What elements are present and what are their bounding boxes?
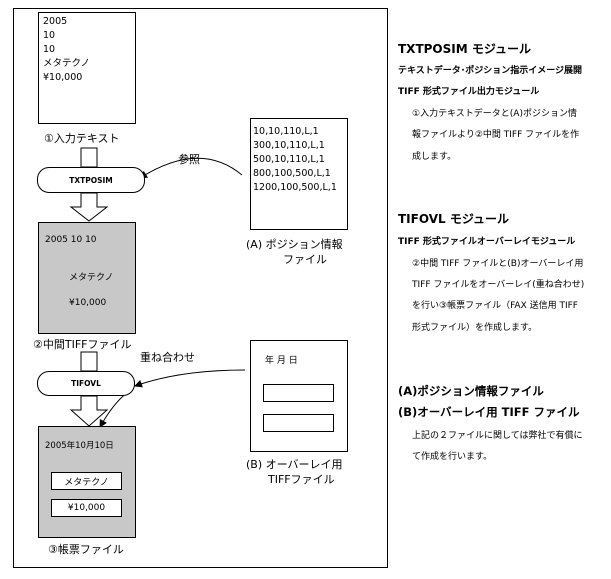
overlay-caption-1: (B) オーバーレイ用 bbox=[246, 458, 343, 471]
input-line: 2005 bbox=[43, 16, 68, 27]
position-info-caption-2: ファイル bbox=[283, 253, 327, 266]
input-text-document: 2005 10 10 メタテクノ ¥10,000 bbox=[38, 12, 136, 124]
txtposim-desc-line: 報ファイルより②中間 TIFF ファイルを作 bbox=[412, 130, 580, 140]
arrow-mid-to-tifovl bbox=[80, 351, 98, 372]
kasane-label: 重ね合わせ bbox=[140, 351, 195, 364]
arrow-position-to-txtposim bbox=[139, 157, 243, 179]
form-file-date: 2005年10月10日 bbox=[45, 441, 114, 451]
txtposim-module: TXTPOSIM bbox=[37, 167, 145, 193]
input-line: 10 bbox=[43, 44, 56, 55]
form-file-amount: ¥10,000 bbox=[51, 499, 122, 517]
mid-tiff-date: 2005 10 10 bbox=[45, 235, 97, 245]
position-line: 1200,100,500,L,1 bbox=[253, 182, 337, 193]
position-info-document: 10,10,110,L,1 300,10,110,L,1 500,10,110,… bbox=[250, 118, 348, 230]
position-line: 10,10,110,L,1 bbox=[253, 126, 319, 137]
ab-desc-line: 上記の２ファイルに関しては弊社で有償に bbox=[412, 431, 583, 441]
arrow-txtposim-to-mid bbox=[69, 192, 109, 222]
a-file-title: (A)ポジション情報ファイル bbox=[398, 384, 544, 398]
txtposim-sub-2: TIFF 形式ファイル出力モジュール bbox=[398, 87, 540, 97]
ab-desc-line: て作成を行います。 bbox=[412, 452, 493, 462]
input-line: 10 bbox=[43, 30, 56, 41]
tifovl-title: TIFOVL モジュール bbox=[398, 212, 509, 226]
tifovl-desc-line: を行い③帳票ファイル（FAX 送信用 TIFF bbox=[412, 301, 578, 311]
tifovl-sub: TIFF 形式ファイルオーバーレイモジュール bbox=[398, 237, 576, 247]
input-line: メタテクノ bbox=[43, 58, 90, 69]
arrow-tifovl-to-form bbox=[69, 395, 109, 427]
form-file-caption: ③帳票ファイル bbox=[48, 543, 124, 556]
form-file-name: メタテクノ bbox=[51, 472, 122, 490]
position-line: 800,100,500,L,1 bbox=[253, 168, 331, 179]
tifovl-desc-line: 形式ファイル）を作成します。 bbox=[412, 323, 538, 333]
mid-tiff-name: メタテクノ bbox=[69, 273, 114, 283]
txtposim-sub-1: テキストデータ･ポジション指示イメージ展開 bbox=[398, 66, 583, 76]
overlay-box-1 bbox=[263, 384, 334, 402]
overlay-caption-2: TIFFファイル bbox=[268, 473, 335, 486]
txtposim-desc-line: ①入力テキストデータと(A)ポジション情 bbox=[412, 109, 577, 119]
txtposim-title: TXTPOSIM モジュール bbox=[398, 42, 532, 56]
diagram-frame bbox=[13, 8, 388, 568]
tifovl-desc-line: ②中間 TIFF ファイルと(B)オーバーレイ用 bbox=[412, 259, 584, 269]
position-info-caption-1: (A) ポジション情報 bbox=[246, 238, 343, 251]
form-file-document: 2005年10月10日 メタテクノ ¥10,000 bbox=[38, 426, 136, 538]
b-file-title: (B)オーバーレイ用 TIFF ファイル bbox=[398, 405, 580, 419]
arrow-overlay-to-tifovl bbox=[134, 369, 246, 388]
input-line: ¥10,000 bbox=[43, 72, 83, 83]
tifovl-module: TIFOVL bbox=[37, 371, 135, 396]
overlay-box-2 bbox=[263, 414, 334, 432]
overlay-document: 年 月 日 bbox=[250, 340, 348, 452]
sansho-label: 参照 bbox=[178, 153, 200, 166]
txtposim-desc-line: 成します。 bbox=[412, 152, 457, 162]
position-info-lines: 10,10,110,L,1 300,10,110,L,1 500,10,110,… bbox=[253, 125, 337, 195]
position-line: 300,10,110,L,1 bbox=[253, 140, 325, 151]
mid-tiff-document: 2005 10 10 メタテクノ ¥10,000 bbox=[38, 222, 136, 334]
input-text-lines: 2005 10 10 メタテクノ ¥10,000 bbox=[43, 15, 90, 85]
arrow-input-to-txtposim bbox=[80, 147, 98, 168]
input-text-caption: ①入力テキスト bbox=[44, 132, 120, 145]
overlay-header: 年 月 日 bbox=[265, 356, 298, 366]
position-line: 500,10,110,L,1 bbox=[253, 154, 325, 165]
mid-tiff-amount: ¥10,000 bbox=[69, 298, 107, 308]
tifovl-desc-line: TIFF ファイルをオーバーレイ(重ね合わせ) bbox=[412, 280, 585, 290]
mid-tiff-caption: ②中間TIFFファイル bbox=[33, 338, 132, 351]
